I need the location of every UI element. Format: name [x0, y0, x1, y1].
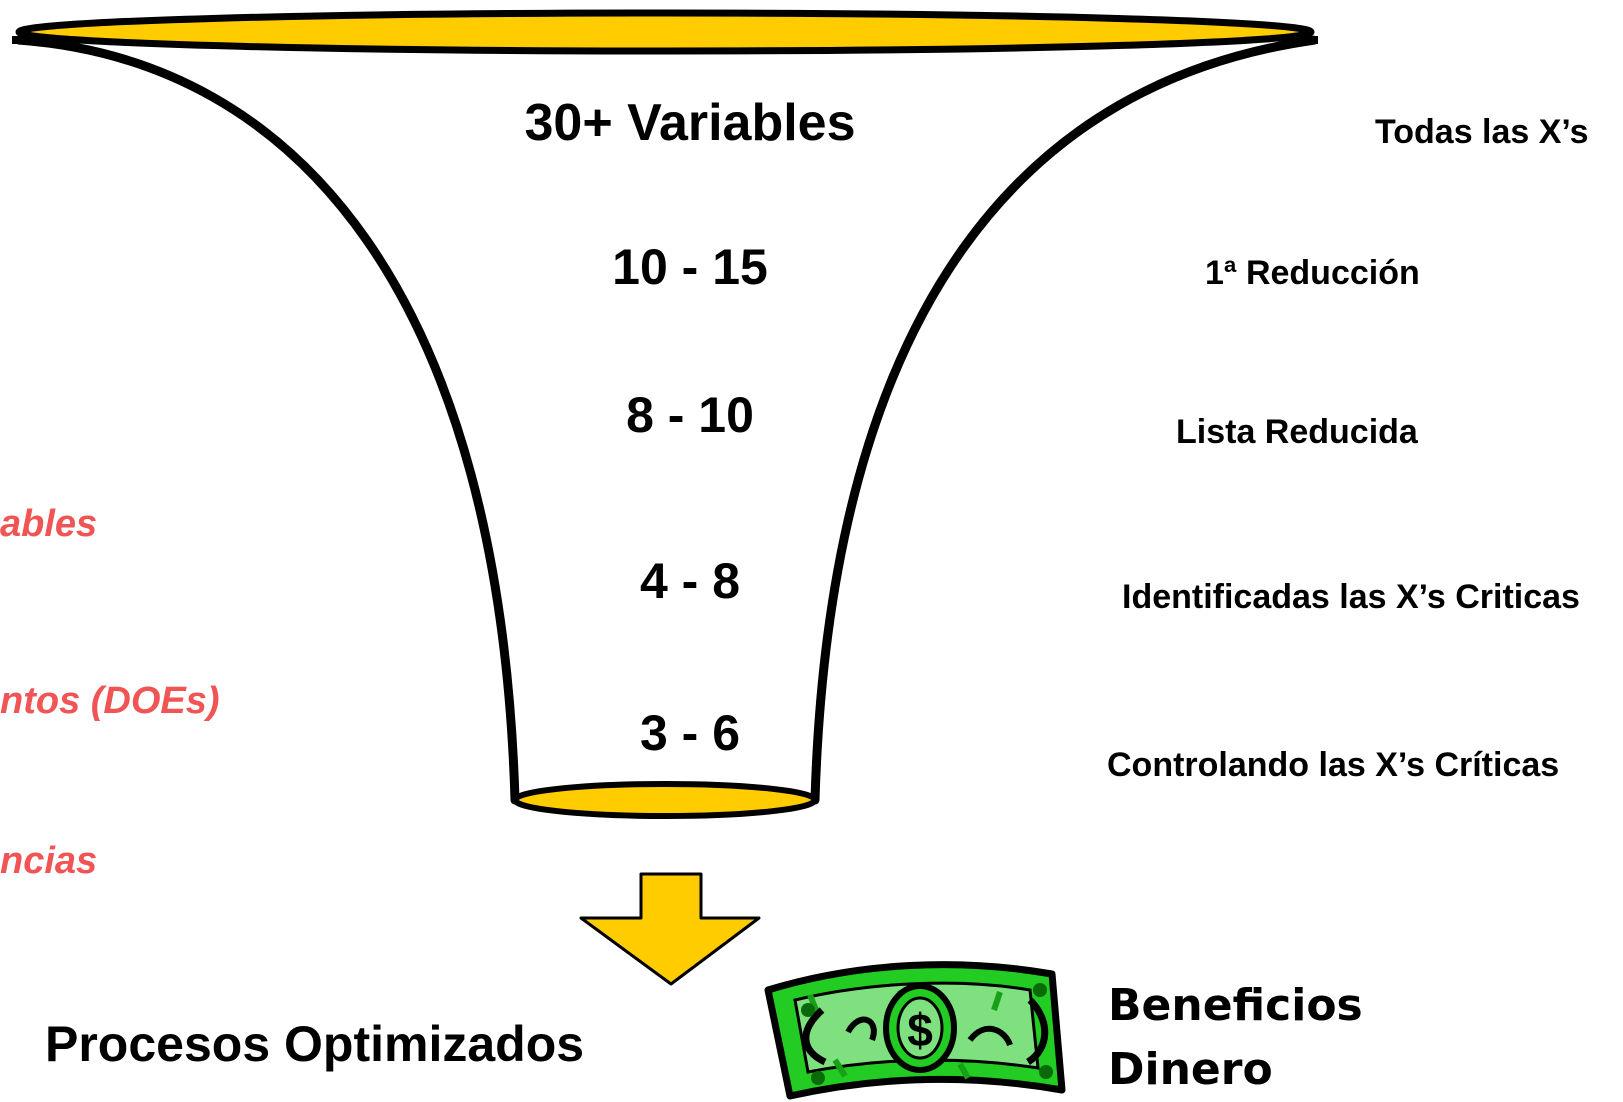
stage-label-all: Todas las X’s — [1375, 113, 1589, 151]
count-first-reduction: 10 - 15 — [612, 239, 768, 295]
count-critical-xs: 4 - 8 — [639, 553, 741, 609]
funnel-top-rim — [15, 9, 1315, 55]
tool-label-does: ntos (DOEs) — [0, 680, 220, 722]
count-reduced-list: 8 - 10 — [626, 387, 754, 443]
svg-text:$: $ — [907, 1004, 933, 1056]
dollar-bill-icon: $ — [764, 961, 1066, 1100]
stage-label-first-reduction: 1ª Reducción — [1205, 254, 1420, 292]
stage-label-reduced-list: Lista Reducida — [1176, 413, 1418, 451]
tool-label-variables: ables — [0, 503, 98, 545]
down-arrow-icon — [579, 872, 761, 986]
optimized-processes-label: Procesos Optimizados — [45, 1016, 585, 1072]
stage-label-critical-xs: Identificadas las X’s Criticas — [1122, 578, 1580, 616]
money-label: Dinero — [1108, 1044, 1273, 1095]
count-controlled-xs: 3 - 6 — [639, 705, 741, 761]
benefits-label: Beneficios — [1108, 980, 1363, 1031]
count-all-variables: 30+ Variables — [524, 94, 856, 152]
funnel-bottom-rim — [512, 781, 818, 819]
stage-label-controlled-xs: Controlando las X’s Críticas — [1107, 746, 1560, 784]
tool-label-tolerances: ncias — [0, 840, 98, 882]
